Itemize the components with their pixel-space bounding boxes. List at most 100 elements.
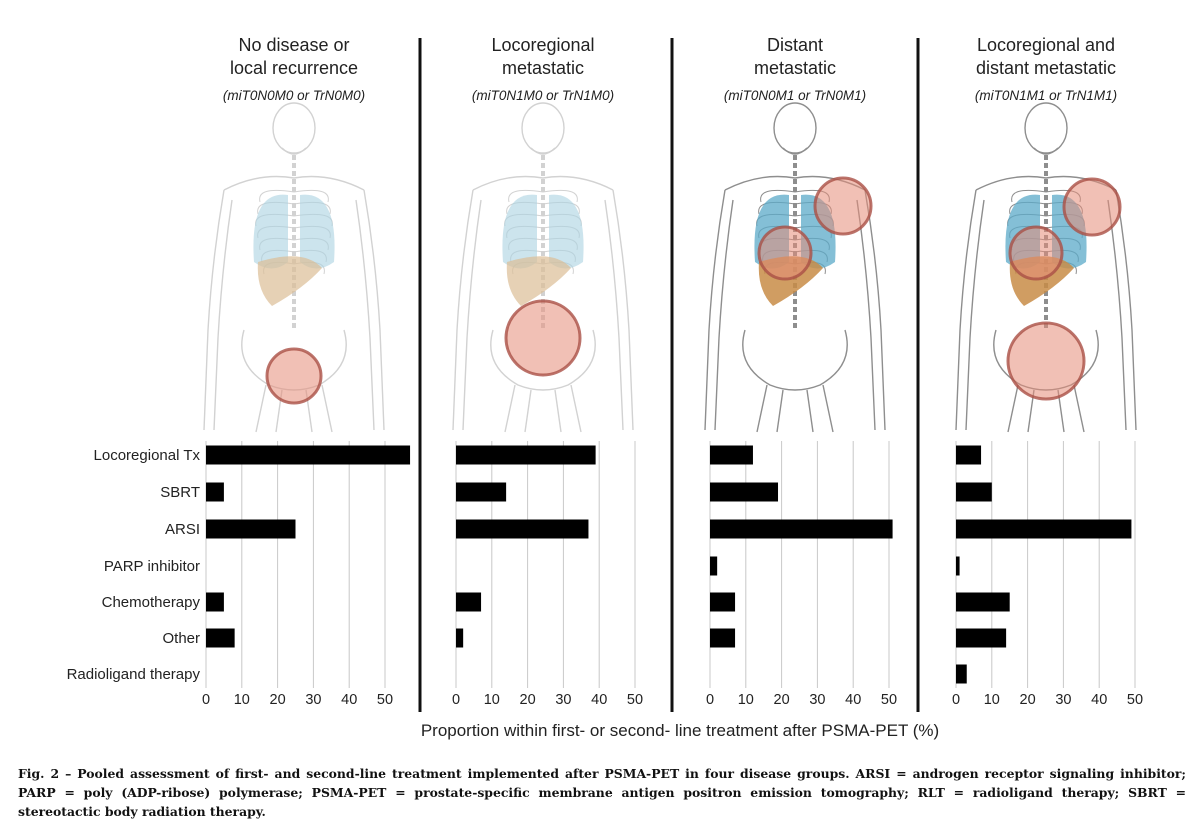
x-tick-label: 20: [1020, 692, 1036, 708]
x-tick-label: 0: [202, 692, 210, 708]
bar-4-sbrt: [956, 482, 992, 502]
body-illustration-2: [452, 102, 634, 433]
lesion-highlight-icon: [1006, 321, 1086, 401]
panel-title-1: No disease or local recurrence: [174, 34, 414, 80]
panel-subtitle-3: (miT0N0M1 or TrN0M1): [723, 88, 867, 103]
x-tick-label: 20: [520, 692, 536, 708]
x-tick-label: 0: [706, 692, 714, 708]
panel-subtitle-4: (miT0N1M1 or TrN1M1): [974, 88, 1118, 103]
bar-4-arsi: [956, 519, 1132, 539]
panel-title-line1: Locoregional and: [976, 35, 1116, 55]
x-tick-label: 50: [627, 692, 643, 708]
x-tick-label: 10: [984, 692, 1000, 708]
x-tick-label: 10: [738, 692, 754, 708]
bar-3-chemotherapy: [710, 592, 736, 612]
bar-2-sbrt: [456, 482, 507, 502]
figure-canvas: 0 10 20 30 40 50 0 10 20 30 40 50 0 10 20 30 40 50 0 10 20 30…: [67, 38, 1143, 712]
body-illustration-1: [203, 102, 385, 433]
panel-title-3: Distant metastatic: [675, 34, 915, 80]
bar-1-chemotherapy: [206, 592, 224, 612]
chart-bars: [206, 445, 1132, 684]
bar-3-locoregional-tx: [710, 445, 753, 465]
panel-title-line2: distant metastatic: [975, 58, 1117, 78]
lung-icon: [502, 194, 537, 269]
panel-subtitle-1: (miT0N0M0 or TrN0M0): [222, 88, 366, 103]
bar-4-radioligand-therapy: [956, 664, 967, 684]
bar-4-parp-inhibitor: [956, 556, 960, 576]
panel-title-line2: metastatic: [501, 58, 585, 78]
chart-tick-labels: 0 10 20 30 40 50 0 10 20 30 40 50 0 10 20 30 40 50 0 10 20 30…: [202, 692, 1143, 708]
lesion-highlight-icon: [1062, 177, 1122, 237]
lesion-highlight-icon: [1008, 225, 1064, 281]
x-tick-label: 50: [881, 692, 897, 708]
x-tick-label: 40: [341, 692, 357, 708]
category-label: Other: [162, 630, 200, 647]
bar-1-sbrt: [206, 482, 224, 502]
body-illustration-3: [704, 102, 886, 433]
panel-title-line1: No disease or: [238, 35, 350, 55]
liver-icon: [506, 256, 571, 306]
panel-title-line1: Locoregional: [491, 35, 595, 55]
lung-icon: [300, 194, 335, 269]
bar-1-arsi: [206, 519, 296, 539]
bar-2-other: [456, 628, 464, 648]
bar-3-sbrt: [710, 482, 779, 502]
skull-icon: [773, 102, 817, 154]
lesion-highlight-icon: [813, 176, 873, 236]
caption-text: Fig. 2 – Pooled assessment of first- and…: [18, 766, 1186, 819]
skull-icon: [521, 102, 565, 154]
category-label: ARSI: [165, 521, 200, 538]
x-tick-label: 0: [952, 692, 960, 708]
category-label: Radioligand therapy: [67, 666, 201, 683]
lung-icon: [253, 194, 288, 269]
panel-title-line1: Distant: [766, 35, 824, 55]
panel-title-2: Locoregional metastatic: [423, 34, 663, 80]
x-tick-label: 30: [555, 692, 571, 708]
panel-title-line2: local recurrence: [229, 58, 359, 78]
panel-title-line2: metastatic: [753, 58, 837, 78]
skull-icon: [272, 102, 316, 154]
x-tick-label: 50: [1127, 692, 1143, 708]
body-illustrations: [203, 102, 1137, 433]
x-tick-label: 10: [484, 692, 500, 708]
lesion-highlight-icon: [757, 225, 813, 281]
bar-4-chemotherapy: [956, 592, 1010, 612]
bar-1-locoregional-tx: [206, 445, 411, 465]
category-label: SBRT: [160, 484, 200, 501]
bar-3-parp-inhibitor: [710, 556, 718, 576]
x-axis-label: Proportion within first- or second- line…: [420, 721, 940, 740]
category-label: Locoregional Tx: [94, 447, 201, 464]
x-tick-label: 30: [1055, 692, 1071, 708]
x-tick-label: 50: [377, 692, 393, 708]
category-label: Chemotherapy: [102, 594, 201, 611]
chart-category-labels: Locoregional Tx SBRT ARSI PARP inhibitorChe…: [67, 447, 201, 683]
category-label: PARP inhibitor: [104, 558, 200, 575]
bar-2-locoregional-tx: [456, 445, 596, 465]
x-tick-label: 10: [234, 692, 250, 708]
bar-4-locoregional-tx: [956, 445, 982, 465]
x-tick-label: 40: [1091, 692, 1107, 708]
panel-subtitle-2: (miT0N1M0 or TrN1M0): [471, 88, 615, 103]
bar-2-arsi: [456, 519, 589, 539]
lung-icon: [549, 194, 584, 269]
x-tick-label: 20: [774, 692, 790, 708]
panel-dividers: [418, 38, 920, 712]
x-tick-label: 30: [305, 692, 321, 708]
lesion-highlight-icon: [504, 299, 582, 377]
x-tick-label: 40: [845, 692, 861, 708]
liver-icon: [257, 256, 322, 306]
x-tick-label: 40: [591, 692, 607, 708]
x-tick-label: 20: [270, 692, 286, 708]
skull-icon: [1024, 102, 1068, 154]
body-illustration-4: [955, 102, 1137, 433]
bar-1-other: [206, 628, 235, 648]
bar-3-arsi: [710, 519, 893, 539]
figure-caption: Fig. 2 – Pooled assessment of first- and…: [18, 764, 1186, 821]
panel-title-4: Locoregional and distant metastatic: [926, 34, 1166, 80]
x-tick-label: 0: [452, 692, 460, 708]
bar-3-other: [710, 628, 736, 648]
bar-4-other: [956, 628, 1007, 648]
x-tick-label: 30: [809, 692, 825, 708]
lesion-highlight-icon: [265, 347, 323, 405]
bar-2-chemotherapy: [456, 592, 482, 612]
